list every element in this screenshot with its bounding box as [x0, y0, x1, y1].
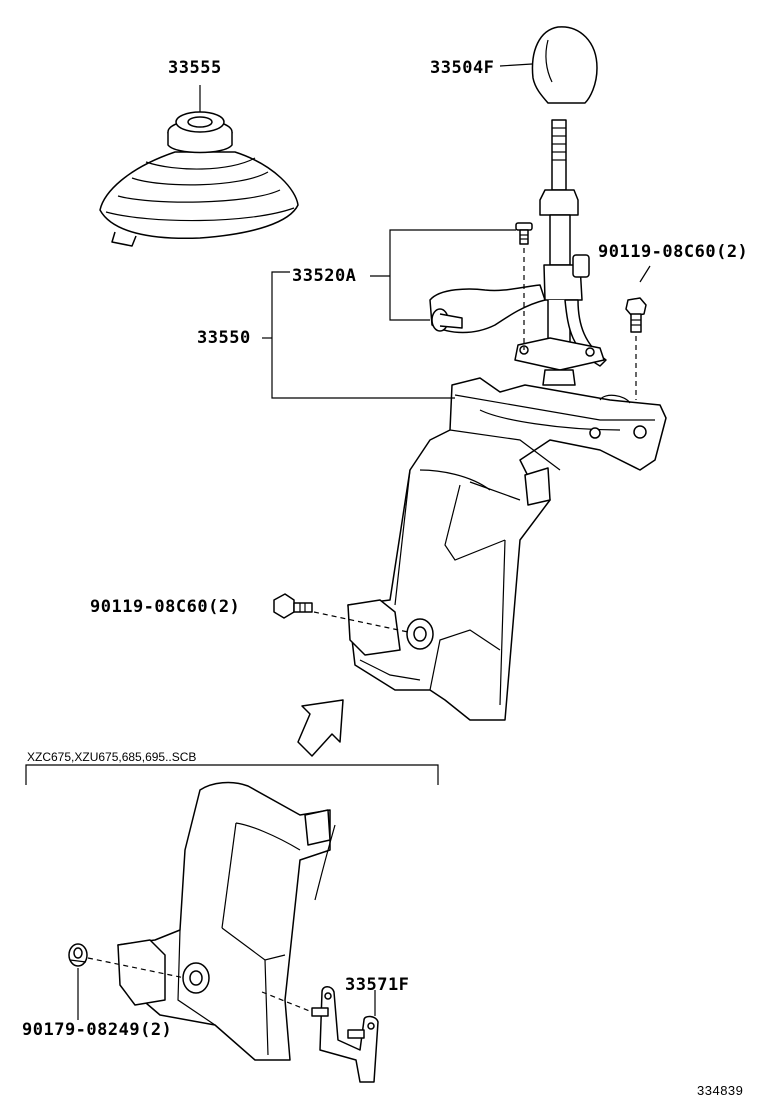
- label-nut: 90179-08249(2): [22, 1020, 173, 1040]
- shift-lever-housing: [347, 377, 667, 721]
- label-bolt-upper: 90119-08C60(2): [598, 242, 749, 262]
- variant-nut: [68, 943, 88, 967]
- shift-boot: [99, 111, 299, 247]
- variant-note: XZC675,XZU675,685,695..SCB: [27, 750, 197, 764]
- label-lever: 33520A: [292, 266, 357, 286]
- bolt-left: [273, 593, 313, 619]
- reference-id: 334839: [697, 1083, 744, 1098]
- label-assembly: 33550: [197, 328, 251, 348]
- label-bolt-left: 90119-08C60(2): [90, 597, 241, 617]
- shift-knob: [531, 26, 598, 104]
- label-knob: 33504F: [430, 58, 495, 78]
- shift-lever-shaft: [514, 119, 607, 386]
- label-boot: 33555: [168, 58, 222, 78]
- direction-arrow-icon: [297, 699, 344, 757]
- bolt-upper: [625, 297, 647, 333]
- label-bracket: 33571F: [345, 975, 410, 995]
- bracket-part: [311, 986, 379, 1083]
- small-screw: [515, 222, 533, 245]
- select-lever-arm: [429, 284, 546, 334]
- variant-housing: [117, 781, 336, 1061]
